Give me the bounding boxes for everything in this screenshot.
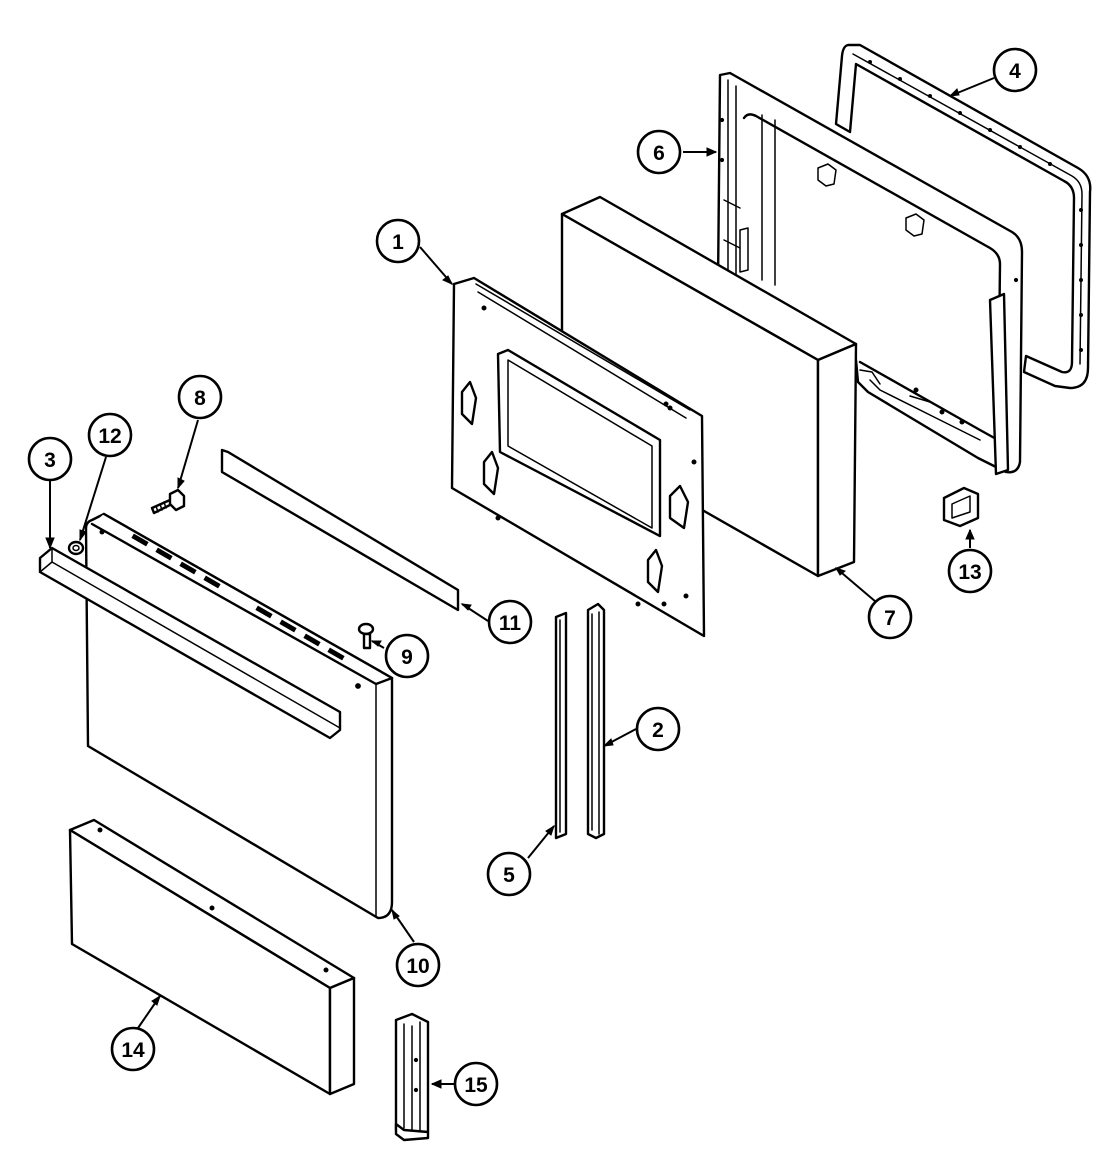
callout-12: 12: [87, 412, 133, 458]
svg-text:7: 7: [884, 607, 896, 630]
svg-text:3: 3: [44, 449, 56, 472]
part-4-door-gasket: [834, 43, 1092, 390]
callout-10: 10: [395, 942, 441, 988]
svg-text:14: 14: [121, 1039, 145, 1062]
svg-text:5: 5: [503, 864, 515, 887]
part-8-screw: [150, 488, 186, 515]
callout-4: 4: [992, 47, 1038, 93]
callout-11: 11: [487, 599, 533, 645]
callout-8: 8: [177, 374, 223, 420]
svg-text:1: 1: [392, 231, 404, 254]
svg-text:2: 2: [652, 719, 664, 742]
part-9-screw: [357, 622, 375, 650]
svg-text:10: 10: [406, 955, 429, 978]
callout-13: 13: [947, 548, 993, 594]
callout-9: 9: [384, 633, 430, 679]
part-12-washer: [67, 540, 85, 556]
callout-15: 15: [453, 1061, 499, 1107]
callout-3: 3: [27, 436, 73, 482]
part-7-door-insulation: [560, 195, 858, 578]
part-3-handle: [38, 546, 342, 740]
part-5-side-trim: [554, 611, 568, 840]
callout-1: 1: [375, 218, 421, 264]
part-14-drawer-front: [68, 818, 356, 1096]
svg-text:8: 8: [194, 387, 206, 410]
part-11-strip: [220, 448, 460, 612]
svg-text:15: 15: [464, 1074, 488, 1097]
svg-text:9: 9: [401, 646, 413, 669]
svg-text:4: 4: [1009, 60, 1021, 83]
svg-text:12: 12: [98, 425, 121, 448]
svg-text:11: 11: [499, 612, 522, 635]
part-6-door-liner: [716, 71, 1024, 476]
part-1-inner-door-panel: [450, 276, 706, 638]
svg-text:13: 13: [958, 561, 981, 584]
callout-7: 7: [867, 594, 913, 640]
svg-text:6: 6: [653, 142, 665, 165]
part-13-clip: [942, 486, 980, 528]
callout-6: 6: [636, 129, 682, 175]
part-2-side-channel: [586, 602, 606, 840]
callout-14: 14: [110, 1026, 156, 1072]
part-15-bracket: [394, 1012, 430, 1142]
callout-2: 2: [635, 706, 681, 752]
callout-5: 5: [486, 851, 532, 897]
leader-lines: [45, 77, 995, 1089]
